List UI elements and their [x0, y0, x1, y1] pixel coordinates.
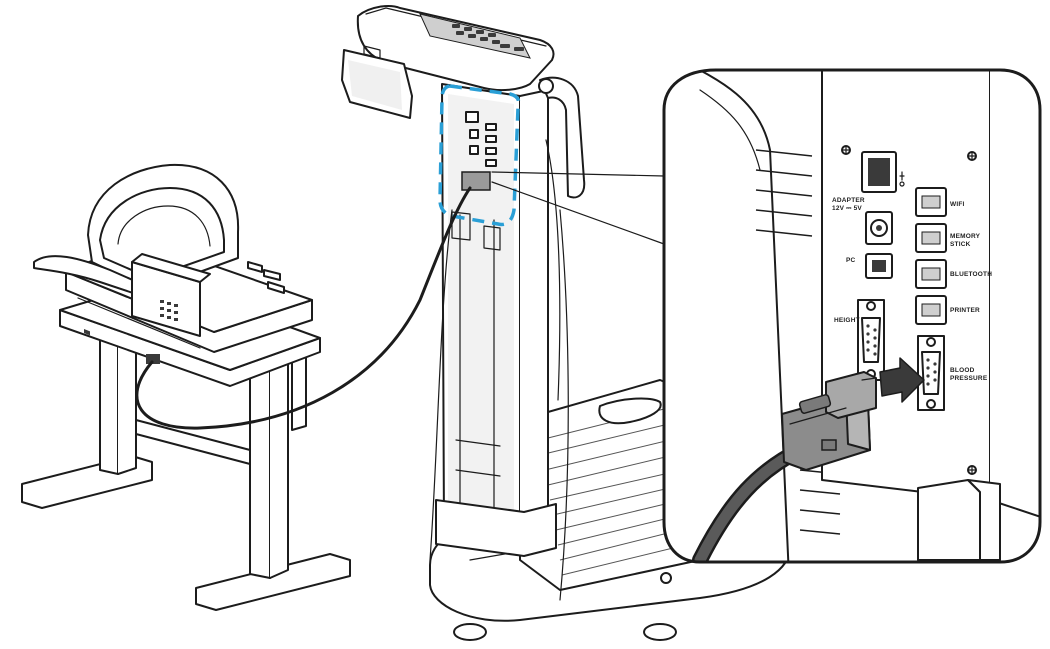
- blood-pressure-port: [917, 335, 945, 411]
- label-height: HEIGHT: [834, 317, 860, 324]
- bluetooth-port: [915, 259, 947, 289]
- power-switch: [861, 151, 905, 193]
- monitor-serial-port: [146, 354, 160, 364]
- zoom-callout: WIFI MEMORY STICK BLUETOOTH PRINTER ADAP…: [662, 68, 1042, 564]
- port-labels: WIFI MEMORY STICK BLUETOOTH PRINTER ADAP…: [832, 197, 992, 382]
- adapter-port: [865, 211, 893, 245]
- wifi-port: [915, 187, 947, 217]
- connection-cable: [135, 186, 472, 430]
- label-wifi: WIFI: [950, 201, 965, 208]
- analyzer-connector-small: [461, 171, 491, 191]
- pc-port: [865, 253, 893, 279]
- height-port: [857, 299, 885, 381]
- db9-cable-connector: [781, 371, 877, 471]
- blood-pressure-monitor-stand: [21, 163, 351, 611]
- highlight-box: [438, 84, 521, 227]
- label-blood-pressure-1: BLOOD: [950, 367, 975, 374]
- label-bluetooth: BLUETOOTH: [950, 271, 992, 278]
- analyzer-rear-panel: [461, 111, 497, 191]
- label-adapter-2: 12V ⎓ 5V: [832, 205, 862, 212]
- insert-arrow: [879, 357, 925, 403]
- panel-screws: [841, 145, 977, 475]
- label-printer: PRINTER: [950, 307, 980, 314]
- display-keypad: [419, 13, 531, 59]
- label-blood-pressure-2: PRESSURE: [950, 375, 988, 382]
- memory-stick-port: [915, 223, 947, 253]
- label-adapter-1: ADAPTER: [832, 197, 865, 204]
- label-memory-stick-1: MEMORY: [950, 233, 981, 240]
- label-pc: PC: [846, 257, 856, 264]
- printer-port: [915, 295, 947, 325]
- label-memory-stick-2: STICK: [950, 241, 971, 248]
